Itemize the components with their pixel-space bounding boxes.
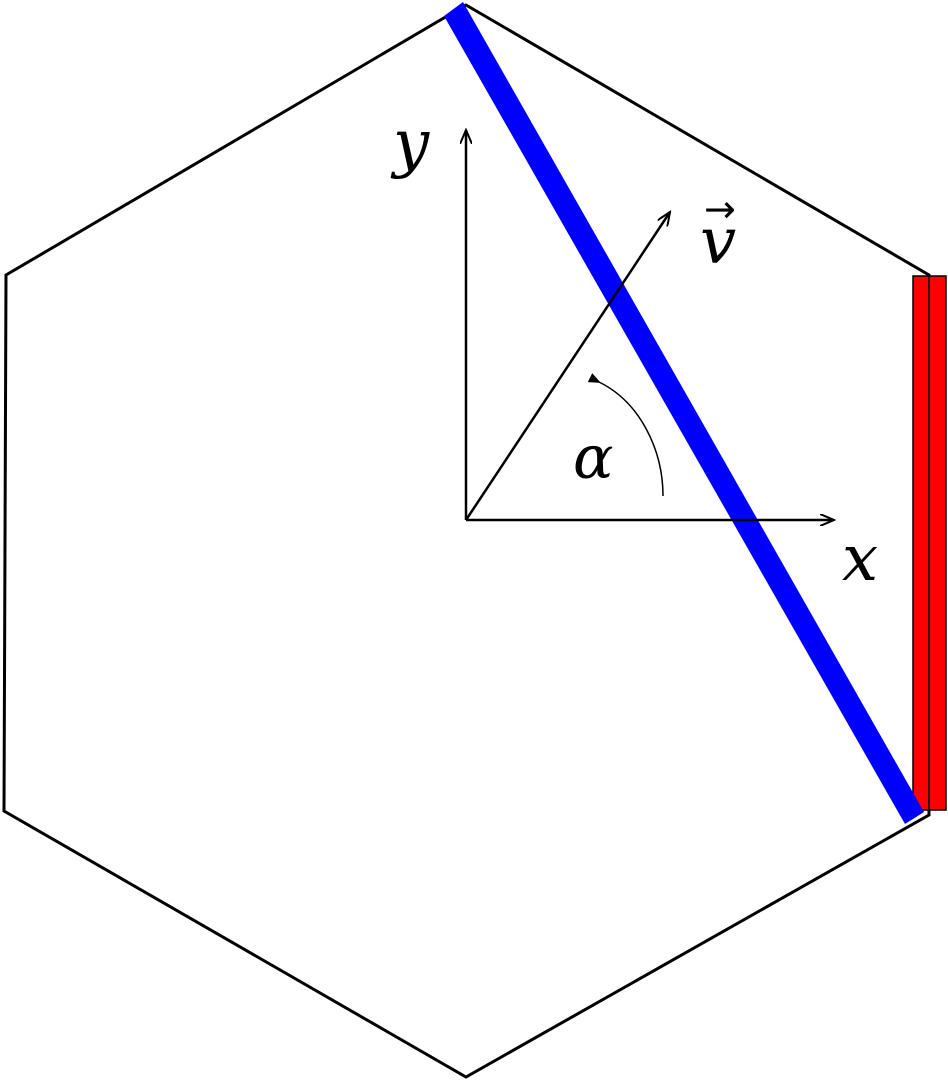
angle-arc: [587, 373, 664, 497]
red-strip-right: [928, 275, 947, 811]
angle-label: α: [573, 423, 614, 493]
y-axis-label: y: [390, 107, 430, 181]
blue-band: [444, 2, 924, 824]
velocity-arrow-accent: →: [704, 187, 736, 231]
red-strip-left: [912, 275, 930, 811]
velocity-vector-arrow: [464, 212, 670, 521]
x-axis-label: x: [842, 522, 878, 596]
velocity-label: v: [700, 205, 736, 279]
hexagon-outline: [2, 3, 931, 1079]
